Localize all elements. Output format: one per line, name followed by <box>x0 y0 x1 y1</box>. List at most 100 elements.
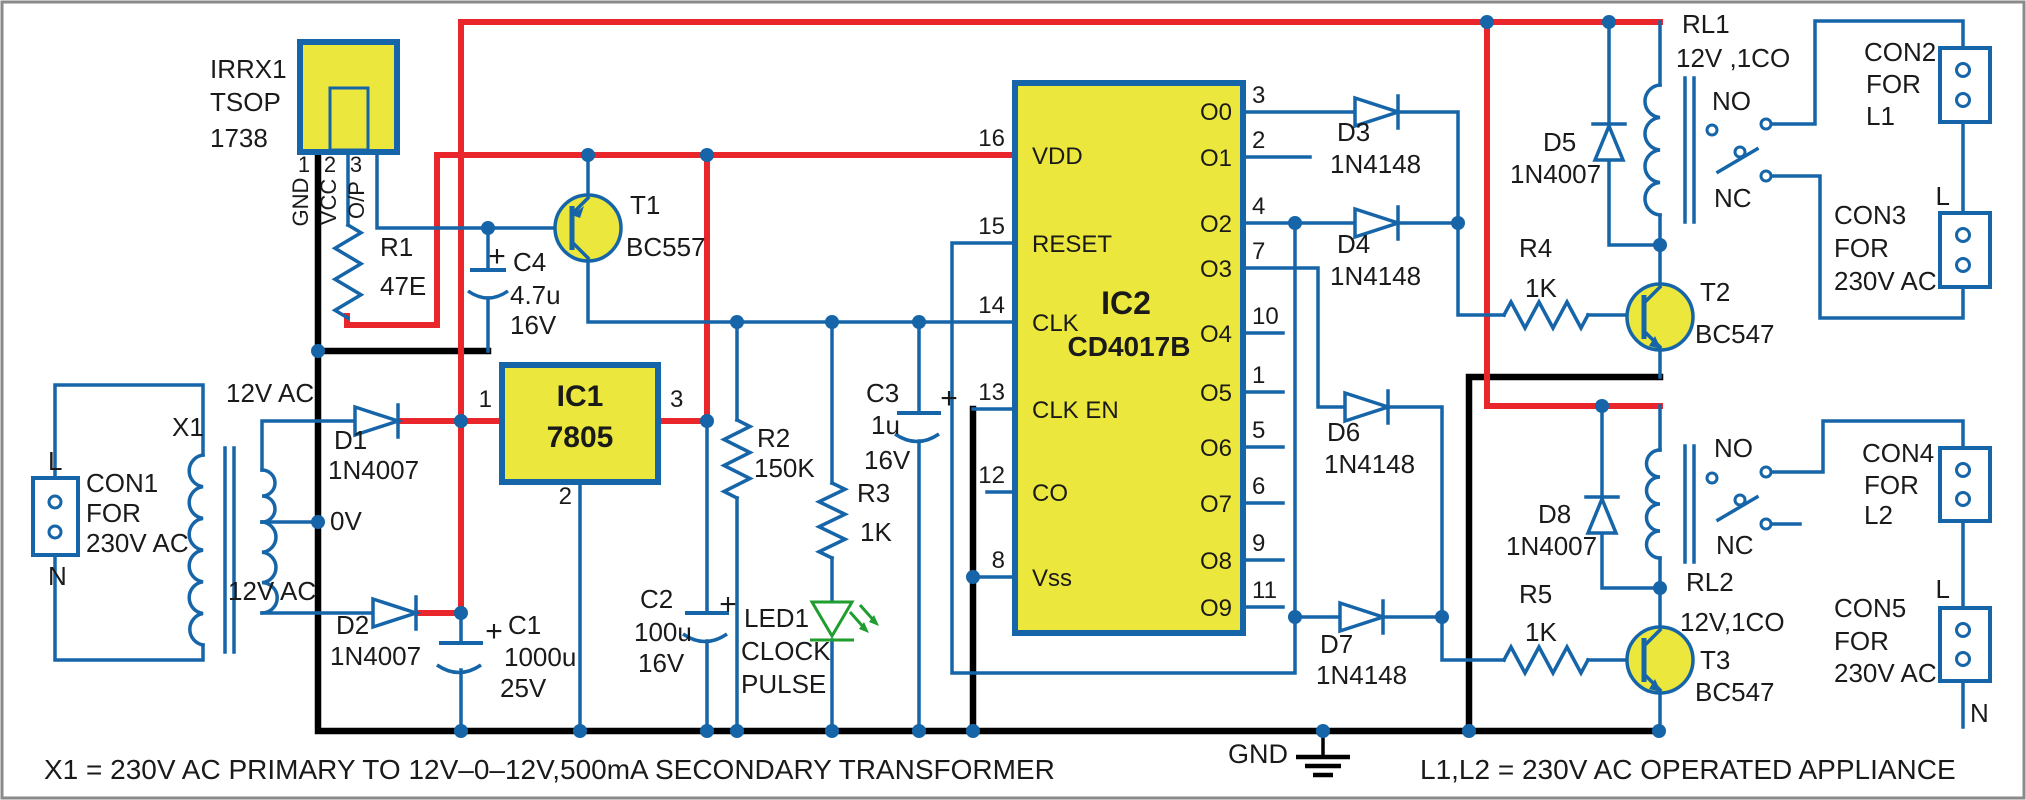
d4-diode <box>1353 205 1404 241</box>
irrx1-part: 1738 <box>210 123 268 153</box>
irrx1-tsop1738 <box>297 39 400 155</box>
ic2-reset: RESET <box>1032 231 1112 258</box>
d7-r5-wire <box>1293 615 1646 662</box>
con1-l: L <box>48 446 62 476</box>
c4-vr: 16V <box>510 310 557 340</box>
con1-val: 230V AC <box>86 528 189 558</box>
r1-val: 47E <box>380 271 426 301</box>
d8-diode <box>1584 494 1620 535</box>
ic2-o1: O1 <box>1200 145 1232 172</box>
c1-vr: 25V <box>500 673 547 703</box>
t1-ref: T1 <box>630 190 660 220</box>
r3-resistor <box>814 480 850 561</box>
con2-connector <box>1938 46 1992 124</box>
r2-val: 150K <box>754 453 815 483</box>
c4-capacitor <box>466 268 510 300</box>
ic2-vss: Vss <box>1032 565 1072 592</box>
ic2-p1: 1 <box>1252 362 1265 389</box>
ic2-clken: CLK EN <box>1032 397 1119 424</box>
con5-n: N <box>1970 698 1989 728</box>
caption-left: X1 = 230V AC PRIMARY TO 12V–0–12V,500mA … <box>44 754 1055 785</box>
ic2-p6: 6 <box>1252 473 1265 500</box>
con3-ref: CON3 <box>1834 200 1906 230</box>
tsop-pin2-num: 2 <box>324 152 336 177</box>
d2-diode <box>371 595 422 631</box>
rl2-no: NO <box>1714 433 1753 463</box>
rl1-val: 12V ,1CO <box>1676 43 1790 73</box>
r3-val: 1K <box>860 517 892 547</box>
ic2-p5: 5 <box>1252 417 1265 444</box>
t1-part: BC557 <box>626 232 706 262</box>
t3-bc547 <box>1625 625 1695 695</box>
ic2-o9: O9 <box>1200 595 1232 622</box>
d5-part: 1N4007 <box>1510 159 1601 189</box>
ic2-p3: 3 <box>1252 82 1265 109</box>
x1-secondary-lower <box>260 520 279 615</box>
irrx1-sensor-window <box>328 86 370 152</box>
con3-val: 230V AC <box>1834 266 1937 296</box>
rl1-coil <box>1643 83 1662 217</box>
d3-part: 1N4148 <box>1330 149 1421 179</box>
c3-capacitor <box>894 411 941 444</box>
con2-for: FOR <box>1866 69 1921 99</box>
ground-bus <box>314 146 1663 735</box>
r1-resistor <box>331 222 365 321</box>
c3-val: 1u <box>871 410 900 440</box>
t3-npn-arrow <box>1649 679 1661 692</box>
con4-for: FOR <box>1864 470 1919 500</box>
tsop-pin3-name: O/P <box>344 181 369 219</box>
d5-diode <box>1591 121 1627 162</box>
d7-part: 1N4148 <box>1316 660 1407 690</box>
rl2-no-contact <box>1759 465 1773 479</box>
d1-part: 1N4007 <box>328 455 419 485</box>
con5-val: 230V AC <box>1834 658 1937 688</box>
led1-f2: PULSE <box>741 669 826 699</box>
d6-diode <box>1343 389 1394 425</box>
ic2-p4: 4 <box>1252 193 1265 220</box>
con5-for: FOR <box>1834 626 1889 656</box>
ic2-p12: 12 <box>978 462 1005 489</box>
c4-plus: + <box>488 240 506 273</box>
c2-plus: + <box>719 588 737 621</box>
ic1-pin1: 1 <box>479 386 492 413</box>
led1-clock-pulse <box>809 600 879 642</box>
con1-for: FOR <box>86 498 141 528</box>
rl2-armature <box>1715 494 1760 523</box>
ic2-clk: CLK <box>1032 310 1079 337</box>
con3-l: L <box>1936 181 1950 211</box>
tsop-pin1-name: GND <box>288 178 313 227</box>
d6-part: 1N4148 <box>1324 449 1415 479</box>
tsop-pin3-num: 3 <box>350 152 362 177</box>
r2-ref: R2 <box>757 423 790 453</box>
ic2-o8: O8 <box>1200 548 1232 575</box>
supply-wiring <box>344 19 1663 616</box>
tsop-pin1-num: 1 <box>298 152 310 177</box>
con3-connector <box>1938 211 1992 289</box>
rl2-core <box>1683 444 1696 564</box>
c2-ref: C2 <box>640 584 673 614</box>
con2-ref: CON2 <box>1864 37 1936 67</box>
rl1-relay <box>1643 76 1773 224</box>
c1-plus: + <box>485 615 503 648</box>
ic2-p15: 15 <box>978 213 1005 240</box>
led1-arrow2 <box>869 615 879 626</box>
ic2-p16: 16 <box>978 125 1005 152</box>
d7-diode <box>1338 599 1389 635</box>
rl1-nc-to-con3-wire <box>1769 174 1965 320</box>
con1-n: N <box>48 561 67 591</box>
clock-line <box>586 256 1017 324</box>
c3-ref: C3 <box>866 378 899 408</box>
ic1-7805-body <box>499 362 661 485</box>
rl2-relay <box>1644 444 1773 564</box>
t1-bc557 <box>553 193 623 263</box>
ic2-p10: 10 <box>1252 303 1279 330</box>
ic2-o3: O3 <box>1200 256 1232 283</box>
ic2-p14: 14 <box>978 292 1005 319</box>
con3-for: FOR <box>1834 233 1889 263</box>
ic2-co: CO <box>1032 480 1068 507</box>
ic2-p9: 9 <box>1252 530 1265 557</box>
d8-leads <box>1600 404 1662 590</box>
led1-arrow1 <box>859 622 869 633</box>
t2-part: BC547 <box>1695 319 1775 349</box>
